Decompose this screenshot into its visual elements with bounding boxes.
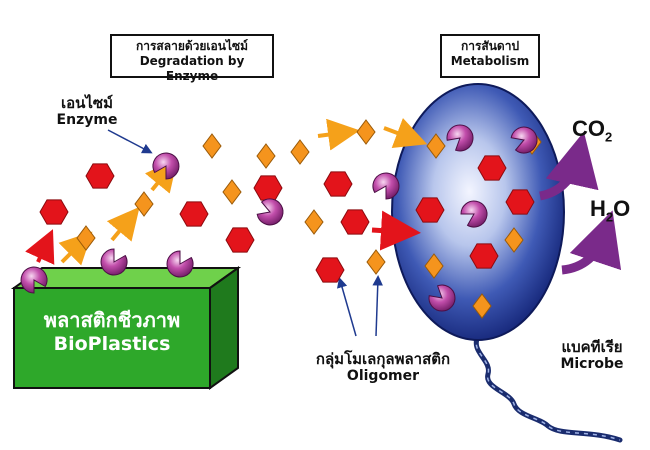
degradation-label-english: Degradation by Enzyme: [139, 54, 245, 83]
plastic-fragment-hexagon: [469, 243, 499, 269]
orange-arrow: [106, 206, 140, 242]
enzyme-label-thai: เอนไซม์: [60, 94, 113, 112]
microbe-label-english: Microbe: [560, 356, 624, 372]
red-arrow: [371, 210, 421, 251]
box-side: [209, 266, 239, 390]
h2o-tail: O: [613, 196, 631, 221]
enzyme-molecule: [460, 200, 488, 228]
degradation-label-box: การสลายด้วยเอนไซม์ Degradation by Enzyme: [110, 34, 274, 83]
enzyme-molecule: [152, 152, 180, 180]
enzyme-molecule: [510, 126, 538, 154]
h2o-base: H: [590, 196, 606, 221]
bioplastics-block: [10, 266, 242, 390]
enzyme-molecule: [166, 250, 194, 278]
plastic-fragment-hexagon: [323, 171, 353, 197]
red-arrow: [25, 229, 55, 265]
enzyme-molecule: [428, 284, 456, 312]
plastic-fragment-hexagon: [477, 155, 507, 181]
oligomer-label: กลุ่มโมเลกุลพลาสติก Oligomer: [296, 350, 470, 385]
enzyme-molecule: [372, 172, 400, 200]
box-front: [13, 287, 211, 389]
metabolism-label-thai: การสันดาป: [460, 39, 520, 53]
oligomer-diamond: [76, 225, 96, 251]
oligomer-diamond: [366, 249, 386, 275]
plastic-fragment-hexagon: [415, 197, 445, 223]
co2-subscript: 2: [605, 129, 613, 145]
h2o-subscript: 2: [605, 209, 614, 225]
enzyme-group: [20, 124, 538, 312]
degradation-label-thai: การสลายด้วยเอนไซม์: [135, 39, 249, 53]
oligomer-label-thai: กลุ่มโมเลกุลพลาสติก: [315, 350, 451, 368]
oligomer-diamond: [290, 139, 310, 165]
oligomer-diamond: [472, 293, 492, 319]
plastic-fragment-hexagon: [225, 227, 255, 253]
enzyme-label-english: Enzyme: [56, 112, 118, 128]
metabolism-label-english: Metabolism: [450, 54, 530, 68]
box-top: [10, 267, 242, 289]
microbe-flagellum-highlight: [475, 335, 621, 441]
microbe-label-thai: แบคทีเรีย: [561, 338, 623, 356]
oligomer-diamond: [504, 227, 524, 253]
bioplastics-label-english: BioPlastics: [53, 333, 171, 355]
bioplastics-label-thai: พลาสติกชีวภาพ: [43, 308, 181, 332]
pointer-lines: [107, 129, 383, 337]
oligomer-pointer: [337, 277, 357, 337]
oligomer-label-english: Oligomer: [346, 368, 420, 384]
co2-arrow: [538, 131, 599, 201]
bioplastics-label: พลาสติกชีวภาพ BioPlastics: [14, 308, 210, 357]
enzyme-molecule: [20, 266, 48, 294]
co2-label: CO2: [572, 116, 612, 144]
enzyme-molecule: [256, 198, 284, 226]
oligomer-diamond: [256, 143, 276, 169]
metabolism-label-box: การสันดาป Metabolism: [440, 34, 540, 78]
microbe-label: แบคทีเรีย Microbe: [550, 338, 634, 373]
oligomer-pointer: [372, 275, 383, 337]
orange-arrow: [317, 118, 360, 151]
oligomer-diamond: [222, 179, 242, 205]
oligomer-diamond: [426, 133, 446, 159]
plastic-fragment-group: [39, 155, 535, 283]
plastic-fragment-hexagon: [179, 201, 209, 227]
enzyme-molecule: [446, 124, 474, 152]
enzyme-label: เอนไซม์ Enzyme: [44, 94, 130, 129]
h2o-label: H2O: [590, 196, 630, 224]
plastic-fragment-hexagon: [315, 257, 345, 283]
plastic-fragment-hexagon: [340, 209, 370, 235]
oligomer-diamond: [424, 253, 444, 279]
plastic-fragment-hexagon: [39, 199, 69, 225]
enzyme-molecule: [100, 248, 128, 276]
oligomer-diamond: [134, 191, 154, 217]
orange-arrow: [383, 117, 428, 148]
plastic-fragment-hexagon: [85, 163, 115, 189]
orange-arrow: [58, 231, 93, 266]
oligomer-diamond: [304, 209, 324, 235]
h2o-arrow: [561, 210, 622, 275]
enzyme-pointer: [107, 129, 153, 154]
oligomer-diamond: [356, 119, 376, 145]
co2-base: CO: [572, 116, 605, 141]
plastic-fragment-hexagon: [505, 189, 535, 215]
plastic-fragment-hexagon: [253, 175, 283, 201]
oligomer-group: [76, 119, 542, 319]
oligomer-diamond: [202, 133, 222, 159]
